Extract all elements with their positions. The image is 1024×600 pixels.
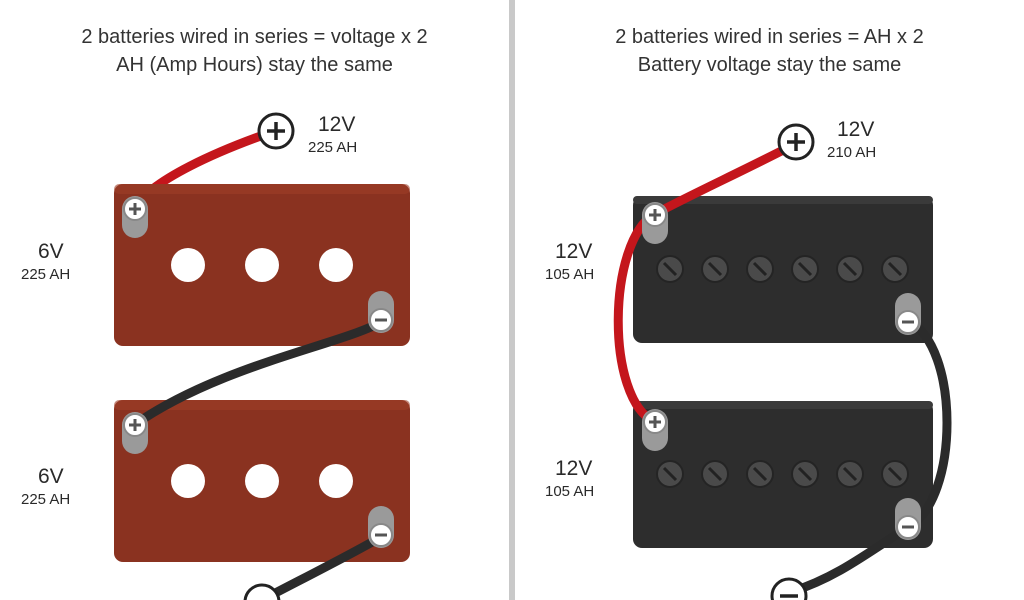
- parallel-battery1-voltage: 12V: [555, 240, 593, 263]
- plus-terminal-icon: [642, 202, 668, 244]
- parallel-total-voltage: 12V: [837, 118, 875, 141]
- series-battery2-voltage: 6V: [38, 465, 64, 488]
- minus-terminal-icon: [895, 498, 921, 540]
- output-minus-icon: [243, 583, 281, 600]
- series-battery1-voltage: 6V: [38, 240, 64, 263]
- plus-terminal-icon: [122, 196, 148, 238]
- vent-cap: [245, 248, 279, 282]
- series-total-voltage: 12V: [318, 113, 356, 136]
- vent-cap: [245, 464, 279, 498]
- minus-terminal-icon: [895, 293, 921, 335]
- parallel-battery-1: [633, 196, 933, 343]
- panel-divider: [509, 0, 515, 600]
- parallel-battery2-voltage: 12V: [555, 457, 593, 480]
- series-panel: Wired in Series 2 batteries wired in ser…: [0, 0, 509, 600]
- series-description-line2: AH (Amp Hours) stay the same: [116, 54, 393, 76]
- parallel-positive-wire: [650, 140, 798, 219]
- parallel-diagram: [613, 123, 952, 600]
- minus-terminal-icon: [368, 291, 394, 333]
- vent-cap: [319, 248, 353, 282]
- plus-terminal-icon: [642, 409, 668, 451]
- vent-cap: [171, 248, 205, 282]
- series-link-wire: [129, 317, 386, 430]
- minus-terminal-icon: [368, 506, 394, 548]
- parallel-battery-2: [633, 401, 933, 548]
- parallel-title: Wired in Parallel: [515, 0, 1024, 11]
- output-plus-icon: [777, 123, 815, 161]
- parallel-battery1-ah: 105 AH: [545, 266, 595, 283]
- parallel-description-line1: 2 batteries wired in series = AH x 2: [615, 26, 924, 48]
- output-plus-icon: [257, 112, 295, 150]
- series-title: Wired in Series: [0, 0, 509, 11]
- parallel-description-line2: Battery voltage stay the same: [637, 54, 902, 76]
- parallel-panel: Wired in Parallel 2 batteries wired in s…: [515, 0, 1024, 600]
- series-diagram: [114, 112, 410, 600]
- parallel-positive-link-wire: [613, 209, 660, 427]
- series-description-line1: 2 batteries wired in series = voltage x …: [81, 26, 428, 48]
- vent-cap: [319, 464, 353, 498]
- parallel-negative-link-wire: [903, 316, 952, 532]
- output-minus-icon: [770, 577, 808, 600]
- parallel-battery2-ah: 105 AH: [545, 483, 595, 500]
- plus-terminal-icon: [122, 412, 148, 454]
- series-battery-2: [114, 400, 410, 562]
- series-battery2-ah: 225 AH: [21, 491, 71, 508]
- series-battery1-ah: 225 AH: [21, 266, 71, 283]
- series-total-ah: 225 AH: [308, 139, 358, 156]
- series-battery-1: [114, 184, 410, 346]
- parallel-total-ah: 210 AH: [827, 144, 877, 161]
- vent-cap: [171, 464, 205, 498]
